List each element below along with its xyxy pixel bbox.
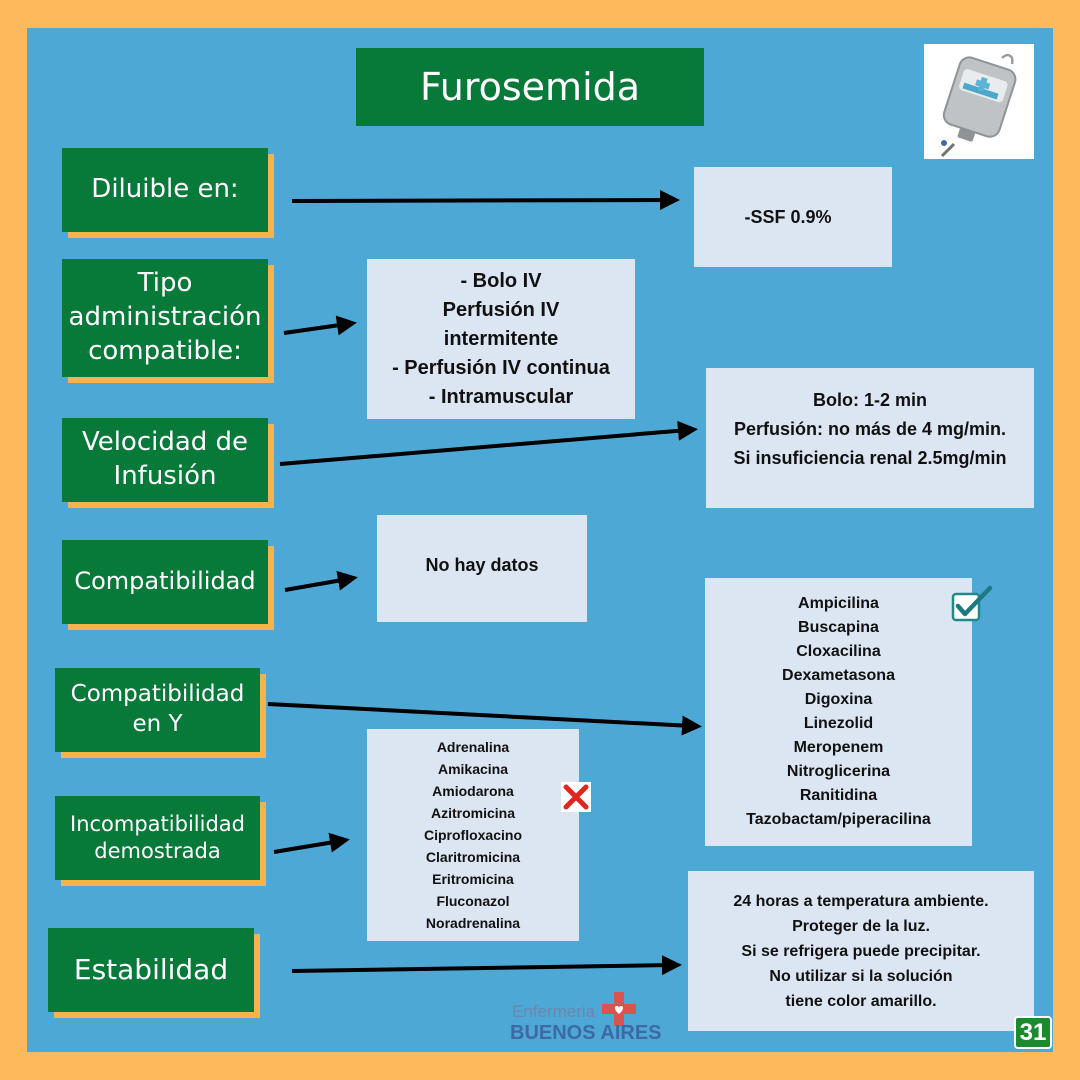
box-compatibilidad-y: Ampicilina Buscapina Cloxacilina Dexamet… (705, 578, 972, 846)
x-mark-icon (561, 782, 591, 812)
box-compatibilidad: No hay datos (377, 515, 587, 622)
label-incompatibilidad: Incompatibilidad demostrada (55, 796, 260, 880)
checkmark-icon (950, 584, 994, 624)
page-number-badge: 31 (1014, 1016, 1052, 1049)
label-velocidad: Velocidad de Infusión (62, 418, 268, 502)
box-diluible: -SSF 0.9% (694, 167, 892, 267)
red-cross-icon (602, 992, 636, 1026)
logo-text-top: Enfermeria (512, 1002, 596, 1021)
iv-bag-icon (940, 53, 1017, 158)
label-diluible: Diluible en: (62, 148, 268, 232)
box-velocidad: Bolo: 1-2 min Perfusión: no más de 4 mg/… (706, 368, 1034, 508)
box-estabilidad: 24 horas a temperatura ambiente. Protege… (688, 871, 1034, 1031)
brand-logo: Enfermeria BUENOS AIRES (508, 992, 678, 1052)
logo-text-bottom: BUENOS AIRES (510, 1022, 662, 1044)
page-title: Furosemida (356, 48, 704, 126)
label-estabilidad: Estabilidad (48, 928, 254, 1012)
label-tipo-administracion: Tipo administración compatible: (62, 259, 268, 377)
iv-bag-image (924, 44, 1034, 159)
box-incompatibilidad: Adrenalina Amikacina Amiodarona Azitromi… (367, 729, 579, 941)
label-compatibilidad-y: Compatibilidad en Y (55, 668, 260, 752)
label-compatibilidad: Compatibilidad (62, 540, 268, 624)
box-tipo-administracion: - Bolo IV Perfusión IV intermitente - Pe… (367, 259, 635, 419)
